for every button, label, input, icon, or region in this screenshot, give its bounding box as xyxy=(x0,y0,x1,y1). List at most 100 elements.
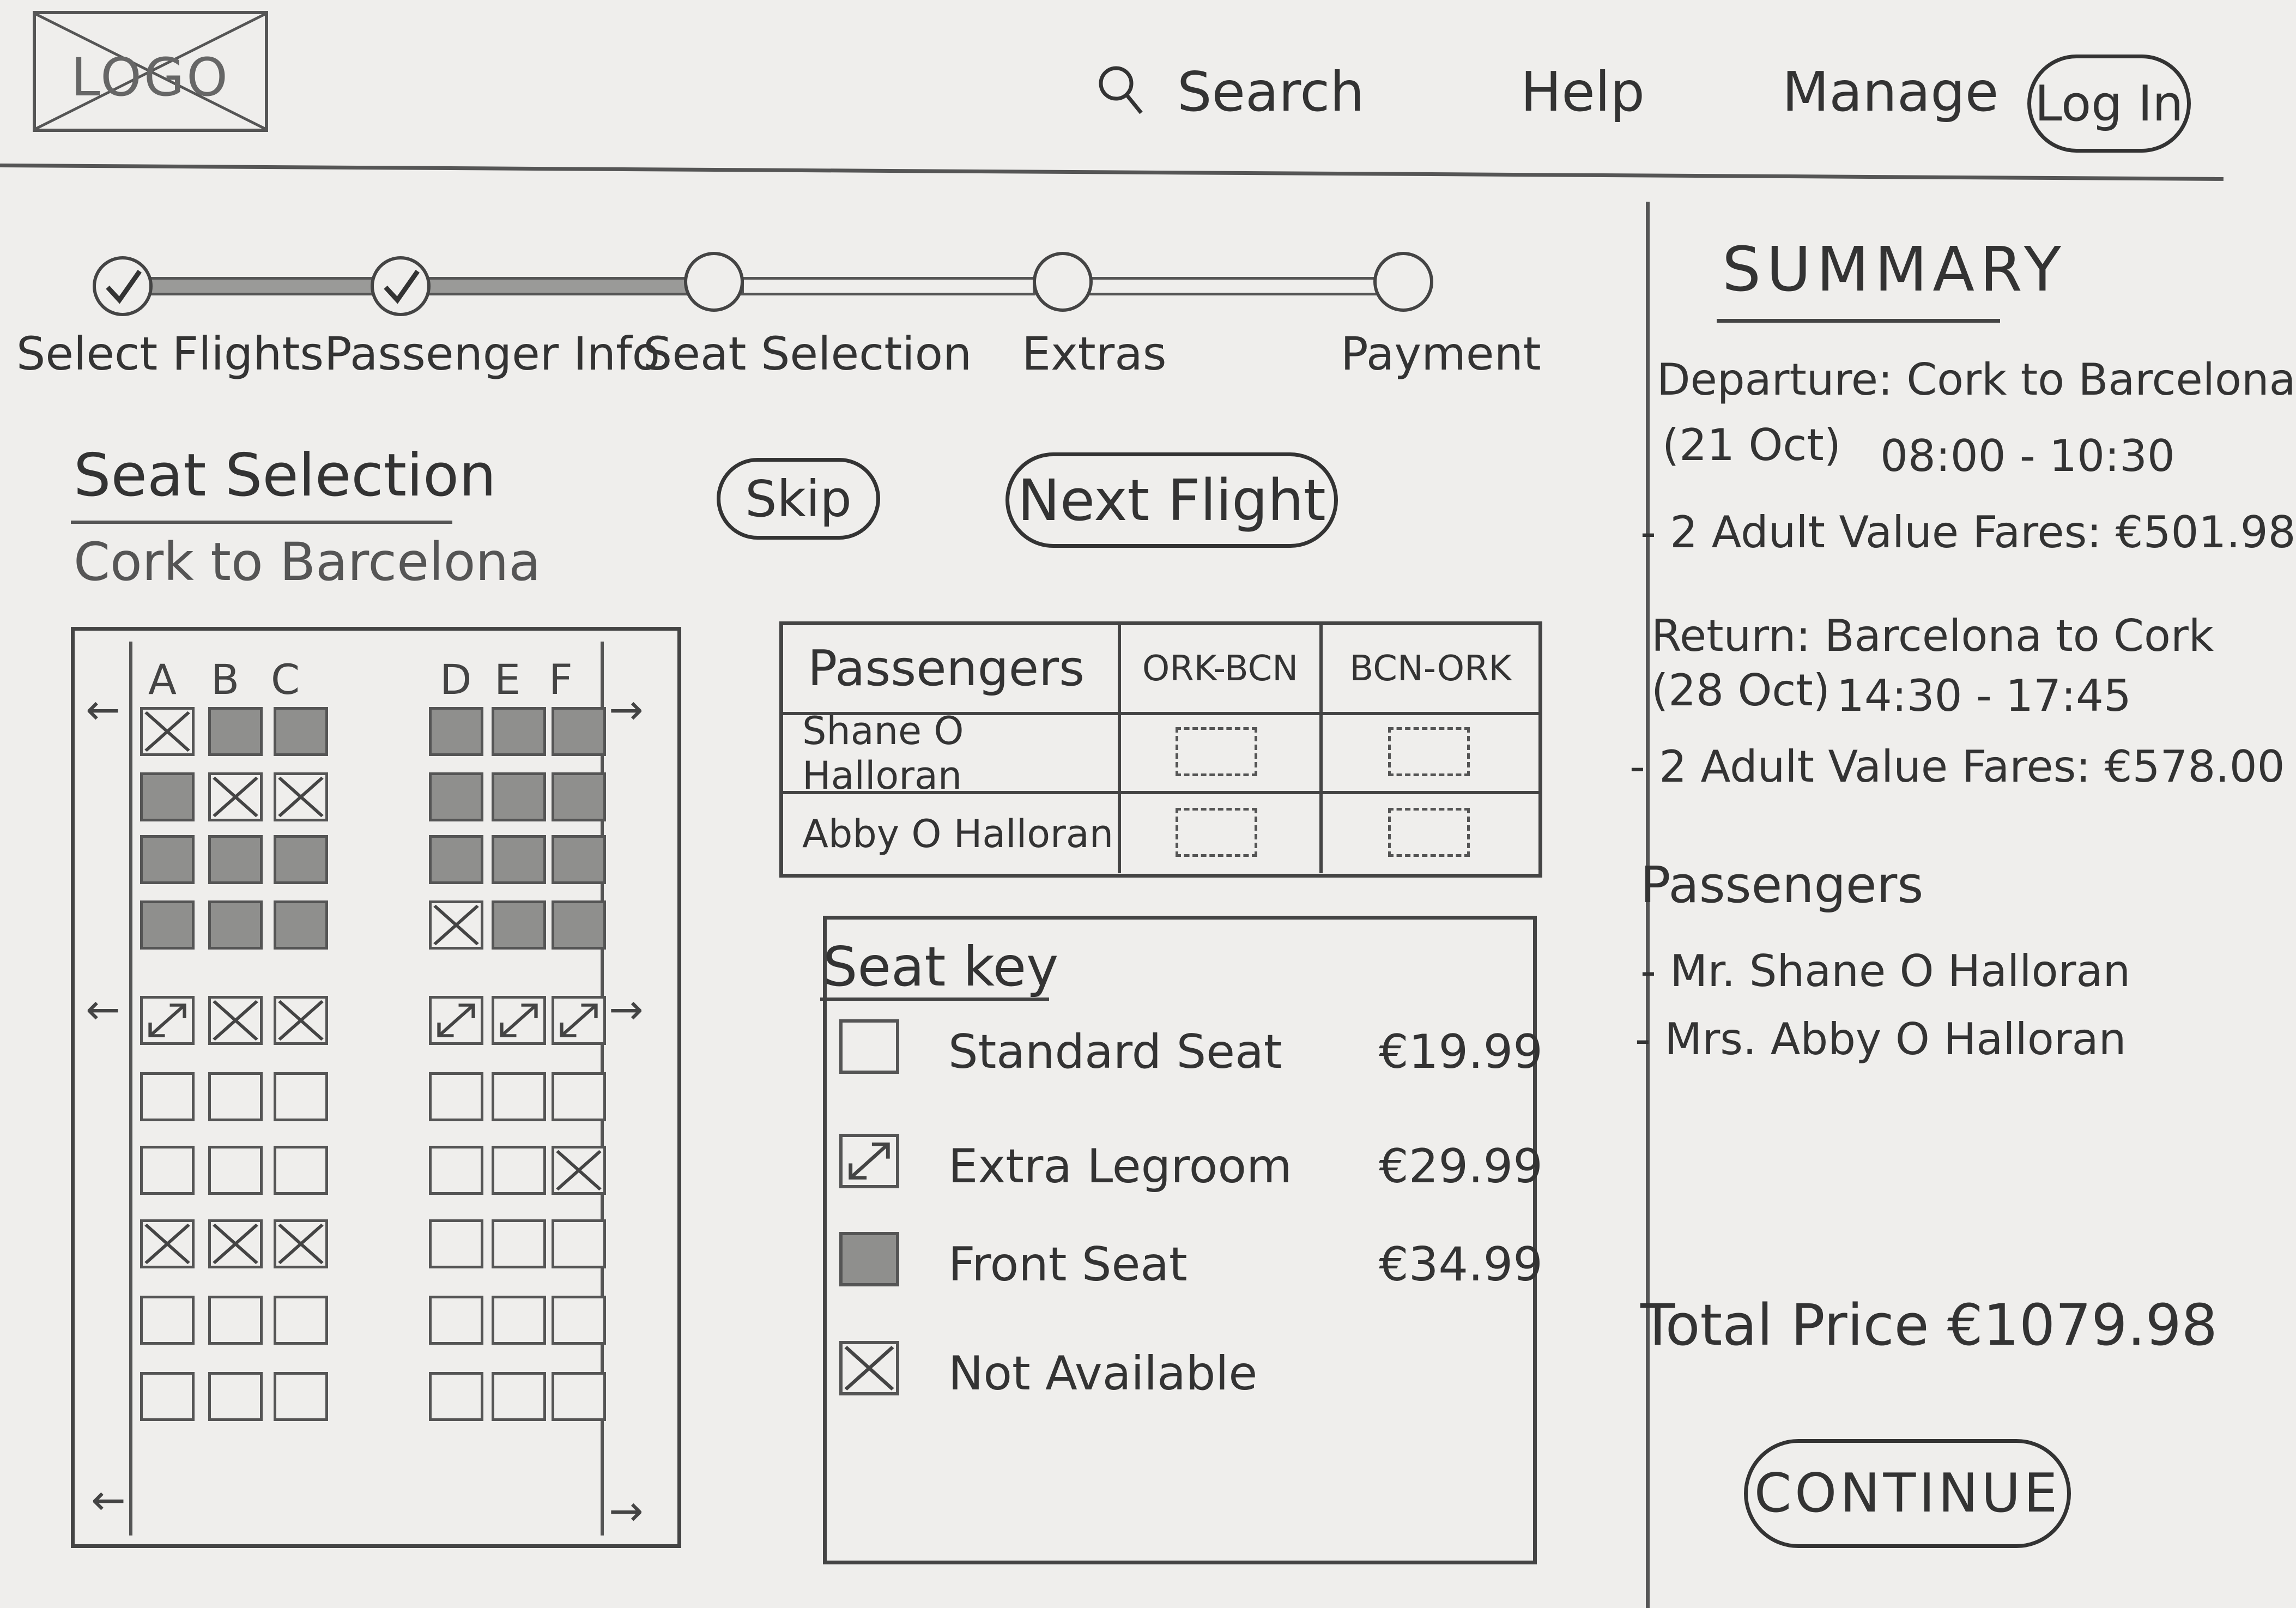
seat-6f[interactable] xyxy=(552,1072,606,1121)
seat-8f[interactable] xyxy=(552,1219,606,1268)
cross-icon xyxy=(144,711,190,752)
summary-departure-fares: - 2 Adult Value Fares: €501.98 xyxy=(1640,507,2296,558)
seat-7e[interactable] xyxy=(492,1146,546,1195)
seat-1f[interactable] xyxy=(552,707,606,756)
seat-2d[interactable] xyxy=(429,772,483,821)
nav-help[interactable]: Help xyxy=(1520,60,1645,124)
seat-slot-placeholder[interactable] xyxy=(1176,727,1257,776)
title-underline xyxy=(71,521,452,524)
seat-1b[interactable] xyxy=(208,707,263,756)
seat-1d[interactable] xyxy=(429,707,483,756)
seat-10b[interactable] xyxy=(208,1372,263,1421)
seat-1e[interactable] xyxy=(492,707,546,756)
seat-3a[interactable] xyxy=(140,835,195,884)
seat-4e[interactable] xyxy=(492,900,546,950)
cross-icon xyxy=(278,1000,324,1041)
next-flight-button[interactable]: Next Flight xyxy=(1005,452,1338,548)
summary-return-date: (28 Oct) xyxy=(1651,665,1830,716)
seat-9f[interactable] xyxy=(552,1296,606,1345)
cross-icon xyxy=(213,1223,258,1265)
seat-5d[interactable] xyxy=(429,996,483,1045)
step-1-complete-circle[interactable] xyxy=(93,256,153,316)
seat-1c[interactable] xyxy=(274,707,328,756)
seat-7b[interactable] xyxy=(208,1146,263,1195)
left-fuselage-line xyxy=(129,642,132,1536)
seat-6b[interactable] xyxy=(208,1072,263,1121)
seat-9e[interactable] xyxy=(492,1296,546,1345)
nav-search[interactable]: Search xyxy=(1177,60,1365,124)
seat-5f[interactable] xyxy=(552,996,606,1045)
seat-2e[interactable] xyxy=(492,772,546,821)
search-icon[interactable] xyxy=(1095,63,1144,117)
summary-departure-date: (21 Oct) xyxy=(1662,420,1841,470)
seat-7a[interactable] xyxy=(140,1146,195,1195)
seat-9b[interactable] xyxy=(208,1296,263,1345)
step-connector-4 xyxy=(1085,277,1406,295)
seat-5a[interactable] xyxy=(140,996,195,1045)
seat-8d[interactable] xyxy=(429,1219,483,1268)
seat-2f[interactable] xyxy=(552,772,606,821)
seat-slot-placeholder[interactable] xyxy=(1176,808,1257,857)
seat-4c[interactable] xyxy=(274,900,328,950)
seat-9a[interactable] xyxy=(140,1296,195,1345)
table-cell-return-seat[interactable] xyxy=(1323,715,1538,794)
logo-placeholder-icon xyxy=(35,13,266,130)
seat-10f[interactable] xyxy=(552,1372,606,1421)
seat-9c[interactable] xyxy=(274,1296,328,1345)
seat-10a[interactable] xyxy=(140,1372,195,1421)
table-cell-outbound-seat[interactable] xyxy=(1121,794,1323,873)
seat-9d[interactable] xyxy=(429,1296,483,1345)
seat-6d[interactable] xyxy=(429,1072,483,1121)
cross-icon xyxy=(144,1223,190,1265)
seat-10e[interactable] xyxy=(492,1372,546,1421)
summary-departure-time: 08:00 - 10:30 xyxy=(1880,431,2175,481)
table-cell-outbound-seat[interactable] xyxy=(1121,715,1323,794)
summary-title-underline xyxy=(1717,319,2000,323)
nav-manage[interactable]: Manage xyxy=(1782,60,1999,124)
seat-4b[interactable] xyxy=(208,900,263,950)
seat-4f[interactable] xyxy=(552,900,606,950)
seat-10d[interactable] xyxy=(429,1372,483,1421)
step-label-select-flights: Select Flights xyxy=(16,327,324,380)
step-4-circle[interactable] xyxy=(1033,252,1093,312)
summary-divider xyxy=(1646,202,1650,1608)
seat-5e[interactable] xyxy=(492,996,546,1045)
seat-8e[interactable] xyxy=(492,1219,546,1268)
seat-4a[interactable] xyxy=(140,900,195,950)
seat-3c[interactable] xyxy=(274,835,328,884)
table-header-outbound: ORK-BCN xyxy=(1121,625,1323,715)
seat-key-title-underline xyxy=(820,998,1049,1001)
seat-3e[interactable] xyxy=(492,835,546,884)
step-3-current-circle[interactable] xyxy=(684,252,744,312)
seat-2a[interactable] xyxy=(140,772,195,821)
continue-button[interactable]: CONTINUE xyxy=(1744,1439,2071,1548)
seat-slot-placeholder[interactable] xyxy=(1388,727,1470,776)
seat-7c[interactable] xyxy=(274,1146,328,1195)
seat-6e[interactable] xyxy=(492,1072,546,1121)
total-price: Total Price €1079.98 xyxy=(1640,1292,2218,1358)
outbound-route-label: ORK-BCN xyxy=(1142,648,1299,689)
seat-10c[interactable] xyxy=(274,1372,328,1421)
seat-7d[interactable] xyxy=(429,1146,483,1195)
diagonal-arrow-icon xyxy=(148,1004,186,1037)
seat-6a[interactable] xyxy=(140,1072,195,1121)
seat-8b xyxy=(208,1219,263,1268)
skip-button[interactable]: Skip xyxy=(717,458,880,540)
seat-slot-placeholder[interactable] xyxy=(1388,808,1470,857)
seat-5c xyxy=(274,996,328,1045)
diagonal-arrow-icon xyxy=(500,1004,538,1037)
table-cell-return-seat[interactable] xyxy=(1323,794,1538,873)
summary-departure-route: Departure: Cork to Barcelona xyxy=(1657,354,2296,405)
exit-arrow-right-icon: → xyxy=(609,985,644,1033)
logo-text: LOGO xyxy=(71,47,230,108)
seat-3b[interactable] xyxy=(208,835,263,884)
step-label-passenger-info: Passenger Info xyxy=(324,327,661,380)
step-connector-3 xyxy=(741,277,1035,295)
exit-arrow-right-icon: → xyxy=(609,685,644,734)
seat-6c[interactable] xyxy=(274,1072,328,1121)
seat-3f[interactable] xyxy=(552,835,606,884)
step-2-complete-circle[interactable] xyxy=(371,256,431,316)
seat-3d[interactable] xyxy=(429,835,483,884)
login-button[interactable]: Log In xyxy=(2027,55,2191,153)
step-5-circle[interactable] xyxy=(1373,252,1433,312)
